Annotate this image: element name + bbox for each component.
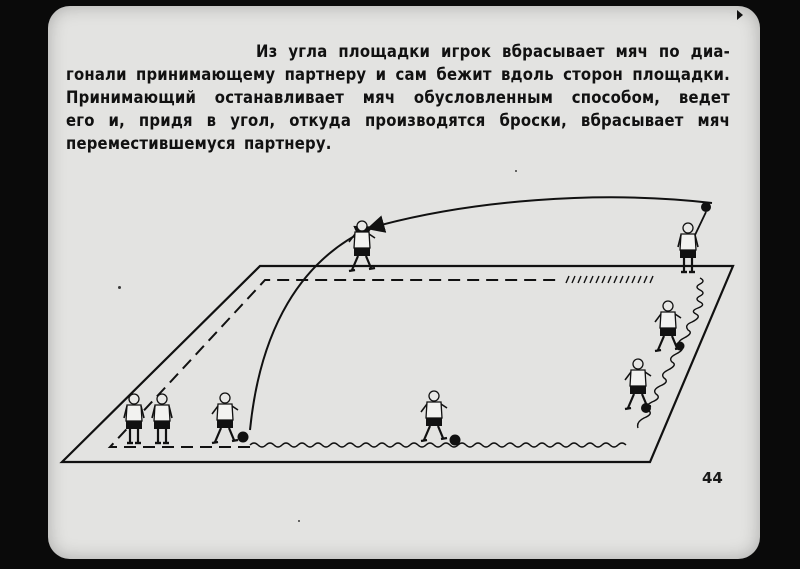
receiving-player (210, 391, 240, 445)
dashed-run-path (107, 279, 560, 448)
pass-arc (249, 225, 374, 431)
thrower-player (676, 202, 711, 274)
text-line: гонали принимающему партнеру и сам бежит… (66, 65, 730, 84)
ball (237, 431, 249, 443)
dribbling-player-bottom (419, 389, 449, 443)
text-line: Принимающий останавливает мяч обусловлен… (66, 88, 730, 107)
ball (449, 434, 461, 446)
throw-arc (366, 196, 713, 233)
waiting-player-2 (150, 392, 174, 445)
ball (641, 403, 651, 413)
running-player-right-2 (623, 357, 653, 411)
dribble-path-bottom (249, 442, 627, 448)
waiting-player-1 (122, 392, 146, 445)
film-speck (298, 520, 300, 522)
text-line: переместившемуся партнеру. (66, 134, 332, 153)
film-speck (118, 286, 121, 289)
slide-frame (48, 6, 760, 559)
description-text: Из угла площадки игрок вбрасывает мяч по… (66, 40, 730, 155)
court-outline (59, 264, 735, 464)
text-line: его и, придя в угол, откуда производятся… (66, 111, 730, 130)
corner-notch-mark (737, 10, 743, 20)
text-line: Из угла площадки игрок вбрасывает мяч по… (256, 42, 730, 61)
hatch-marks (565, 275, 654, 284)
ball (675, 341, 685, 351)
film-speck (515, 170, 517, 172)
page-number: 44 (702, 469, 723, 487)
